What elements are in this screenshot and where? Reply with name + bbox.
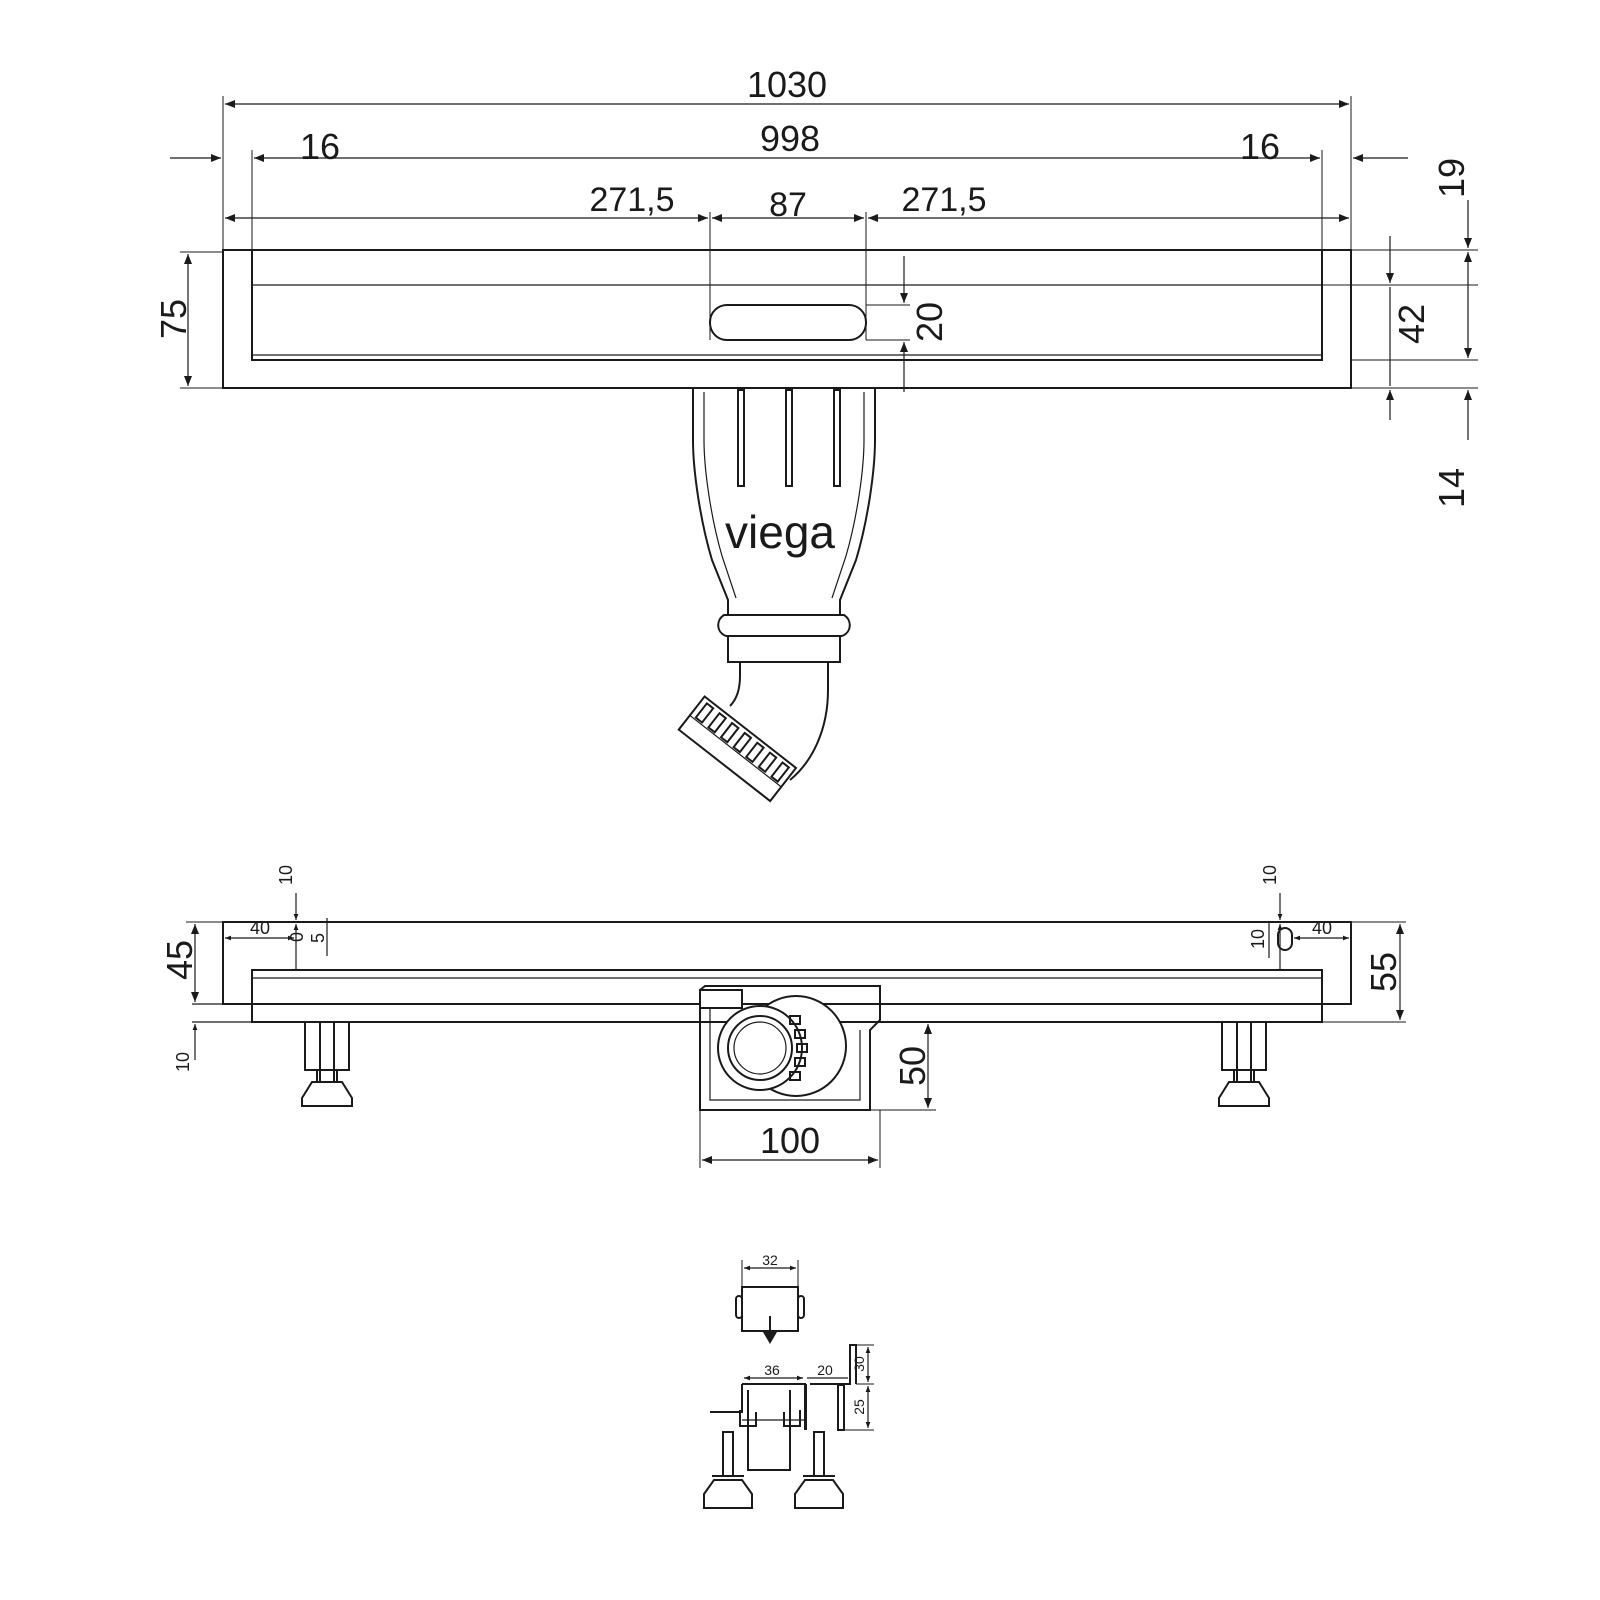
dim-label-side-right-offset: 40 bbox=[1312, 918, 1332, 938]
dim-label-left-segment: 271,5 bbox=[589, 181, 674, 219]
siphon-collar bbox=[717, 614, 851, 637]
siphon-ribs bbox=[737, 389, 841, 487]
dim-label-side-right-hole: 10 bbox=[1248, 929, 1268, 949]
outlet-housing bbox=[699, 985, 881, 1111]
dim-label-side-left-hole-a: 0 bbox=[287, 932, 307, 942]
siphon-inner-left bbox=[703, 392, 737, 599]
dim-label-slot-height: 20 bbox=[909, 302, 950, 342]
dim-label-side-left-hole-b: 5 bbox=[308, 933, 328, 943]
section-left-foot bbox=[703, 1431, 753, 1509]
section-right-foot bbox=[794, 1431, 844, 1509]
siphon-body bbox=[692, 388, 876, 616]
outlet-nut-teeth bbox=[789, 1015, 808, 1081]
top-view: viega 1030 16 9 bbox=[153, 64, 1478, 803]
side-channel-outer bbox=[222, 921, 1352, 1005]
channel-outer-frame bbox=[222, 249, 1352, 389]
dim-label-depth: 75 bbox=[153, 299, 194, 339]
dim-label-right-top: 19 bbox=[1431, 158, 1472, 198]
dim-label-side-left-top: 10 bbox=[276, 865, 296, 885]
dim-label-right-segment: 271,5 bbox=[901, 181, 986, 219]
outlet-tab-left bbox=[699, 989, 743, 1009]
dim-label-side-left-offset: 40 bbox=[250, 918, 270, 938]
dim-label-channel-width: 36 bbox=[764, 1362, 780, 1378]
dim-label-side-right-height: 55 bbox=[1363, 952, 1404, 992]
brand-logo: viega bbox=[725, 506, 835, 558]
dim-label-right-middle: 42 bbox=[1391, 304, 1432, 344]
right-leveling-foot bbox=[1218, 1021, 1270, 1107]
channel-inner-frame bbox=[251, 249, 1323, 361]
outlet-slot bbox=[709, 304, 867, 341]
dim-label-side-right-top: 10 bbox=[1260, 865, 1280, 885]
dim-label-upper-height: 30 bbox=[851, 1356, 867, 1372]
dim-label-right-edge: 16 bbox=[1240, 126, 1280, 167]
insert-arrow-icon bbox=[763, 1332, 777, 1344]
dim-label-left-edge: 16 bbox=[300, 126, 340, 167]
outlet-nut-face bbox=[717, 1005, 803, 1091]
section-tab-right bbox=[783, 1410, 801, 1427]
dim-label-outlet-width: 87 bbox=[769, 186, 807, 224]
section-wall-flange bbox=[810, 1344, 857, 1385]
siphon-inner-right bbox=[831, 392, 865, 599]
dim-label-side-outlet-width: 100 bbox=[760, 1120, 820, 1161]
right-fixing-hole bbox=[1277, 927, 1293, 951]
elbow-inner bbox=[729, 662, 741, 707]
section-tab-left bbox=[739, 1410, 757, 1427]
left-leveling-foot bbox=[301, 1021, 353, 1107]
dim-label-flange-width: 20 bbox=[817, 1362, 833, 1378]
outlet-housing-inner bbox=[709, 1000, 861, 1101]
siphon-ring bbox=[727, 635, 841, 663]
section-grate-clip-left bbox=[735, 1295, 743, 1319]
section-grate-clip-right bbox=[797, 1295, 805, 1319]
dim-label-grate-width: 32 bbox=[762, 1252, 778, 1268]
section-view: 32 36 20 bbox=[703, 1252, 874, 1509]
outlet-nut bbox=[677, 695, 798, 803]
outlet-nut-inner bbox=[733, 1021, 787, 1075]
dim-label-overall-width: 1030 bbox=[747, 64, 827, 105]
elbow-outer bbox=[789, 662, 829, 781]
dim-label-right-bottom: 14 bbox=[1431, 468, 1472, 508]
section-wall-bracket bbox=[837, 1384, 845, 1431]
dim-label-side-left-foot: 10 bbox=[173, 1052, 193, 1072]
side-view: 10 40 0 5 45 10 10 10 40 55 50 bbox=[159, 865, 1406, 1168]
dim-label-side-left-height: 45 bbox=[159, 940, 200, 980]
dim-label-lower-height: 25 bbox=[851, 1399, 867, 1415]
outlet-nut-bore bbox=[727, 1015, 793, 1081]
section-channel-trough bbox=[747, 1390, 791, 1471]
dim-label-inner-width: 998 bbox=[760, 118, 820, 159]
dim-label-side-outlet-height: 50 bbox=[892, 1046, 933, 1086]
